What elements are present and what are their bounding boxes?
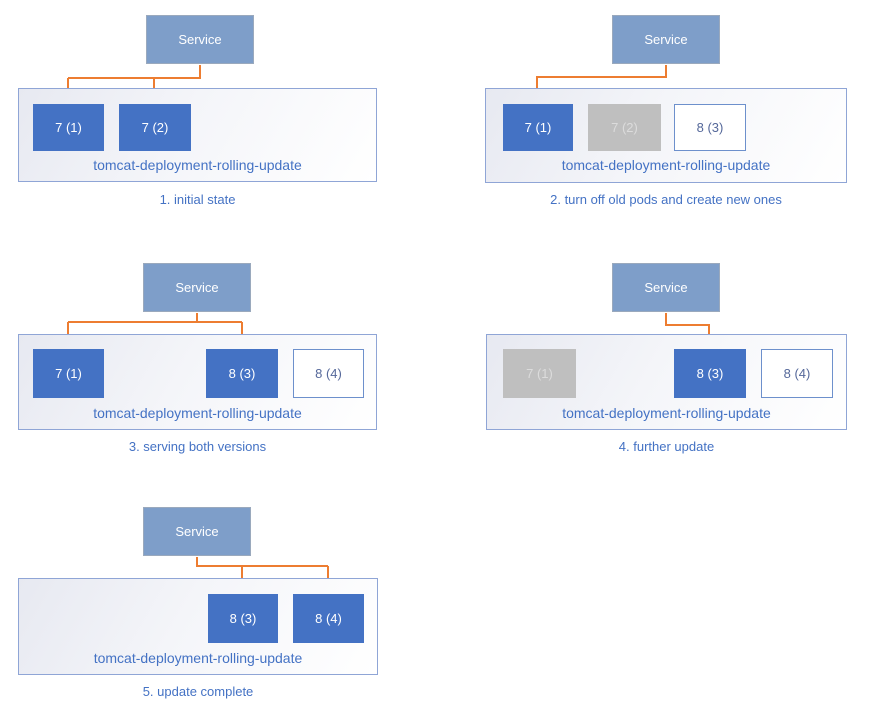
pod-7-1: 7 (1) xyxy=(33,349,104,398)
panel-caption: 1. initial state xyxy=(159,192,236,207)
pod-8-3: 8 (3) xyxy=(206,349,278,398)
deployment-label: tomcat-deployment-rolling-update xyxy=(93,157,302,173)
panel-update-complete: Service 8 (3) 8 (4) tomcat-deployment-ro… xyxy=(0,480,435,718)
pod-8-3: 8 (3) xyxy=(208,594,278,643)
pod-7-2: 7 (2) xyxy=(588,104,661,151)
pod-label: 7 (2) xyxy=(141,120,169,135)
pod-7-2: 7 (2) xyxy=(119,104,191,151)
pod-label: 7 (1) xyxy=(55,120,82,135)
pod-label: 8 (3) xyxy=(229,611,257,626)
deployment-label: tomcat-deployment-rolling-update xyxy=(562,405,771,421)
deployment-box: 7 (1) 8 (3) 8 (4) tomcat-deployment-roll… xyxy=(486,334,847,430)
service-label: Service xyxy=(178,32,222,47)
panel-caption: 3. serving both versions xyxy=(128,439,267,454)
pod-label: 8 (4) xyxy=(315,366,342,381)
deployment-box: 7 (1) 8 (3) 8 (4) tomcat-deployment-roll… xyxy=(18,334,377,430)
panel-further-update: Service 7 (1) 8 (3) 8 (4) tomcat-deploym… xyxy=(435,240,870,470)
pod-8-3: 8 (3) xyxy=(674,349,746,398)
pod-label: 8 (3) xyxy=(696,366,724,381)
pod-label: 7 (2) xyxy=(611,120,638,135)
panel-caption: 5. update complete xyxy=(142,684,254,699)
pod-label: 8 (4) xyxy=(783,366,811,381)
deployment-box: 7 (1) 7 (2) tomcat-deployment-rolling-up… xyxy=(18,88,377,182)
pod-label: 7 (1) xyxy=(55,366,82,381)
pod-label: 8 (4) xyxy=(315,611,342,626)
service-label: Service xyxy=(644,280,688,295)
pod-7-1: 7 (1) xyxy=(503,349,576,398)
pod-label: 7 (1) xyxy=(524,120,552,135)
service-box: Service xyxy=(612,15,720,64)
pod-7-1: 7 (1) xyxy=(503,104,573,151)
deployment-box: 7 (1) 7 (2) 8 (3) tomcat-deployment-roll… xyxy=(485,88,847,183)
panel-serving-both-versions: Service 7 (1) 8 (3) 8 (4) tomcat-deploym… xyxy=(0,240,435,470)
pod-8-4: 8 (4) xyxy=(293,594,364,643)
panel-caption: 4. further update xyxy=(618,439,715,454)
service-box: Service xyxy=(143,263,251,312)
deployment-label: tomcat-deployment-rolling-update xyxy=(93,405,302,421)
deployment-label: tomcat-deployment-rolling-update xyxy=(93,650,303,666)
service-box: Service xyxy=(143,507,251,556)
service-label: Service xyxy=(644,32,688,47)
panel-initial-state: Service 7 (1) 7 (2) tomcat-deployment-ro… xyxy=(0,0,435,230)
service-label: Service xyxy=(175,280,219,295)
pod-label: 8 (3) xyxy=(696,120,724,135)
service-box: Service xyxy=(612,263,720,312)
pod-8-4: 8 (4) xyxy=(761,349,833,398)
panel-caption: 2. turn off old pods and create new ones xyxy=(550,192,782,207)
pod-label: 8 (3) xyxy=(228,366,256,381)
pod-8-4: 8 (4) xyxy=(293,349,364,398)
pod-7-1: 7 (1) xyxy=(33,104,104,151)
deployment-box: 8 (3) 8 (4) tomcat-deployment-rolling-up… xyxy=(18,578,378,675)
pod-label: 7 (1) xyxy=(526,366,553,381)
service-label: Service xyxy=(175,524,219,539)
panel-turn-off-old-pods: Service 7 (1) 7 (2) 8 (3) tomcat-deploym… xyxy=(435,0,870,230)
deployment-label: tomcat-deployment-rolling-update xyxy=(561,157,771,173)
pod-8-3: 8 (3) xyxy=(674,104,746,151)
service-box: Service xyxy=(146,15,254,64)
